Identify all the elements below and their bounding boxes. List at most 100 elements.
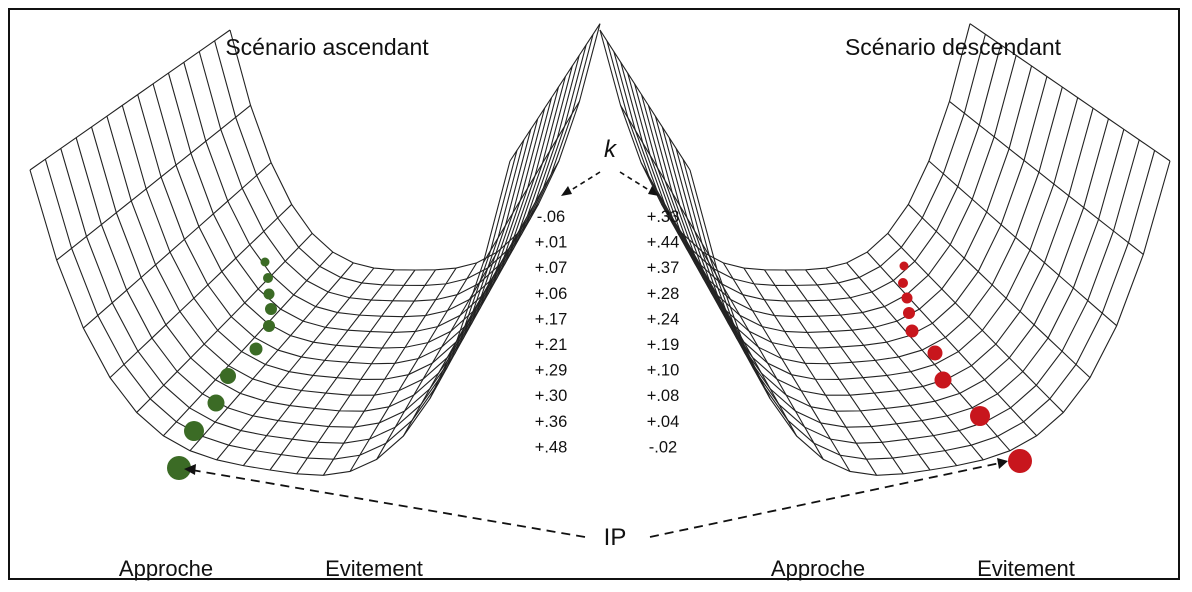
mesh-line <box>647 97 1079 381</box>
mesh-line <box>784 269 931 471</box>
k-values-descendant: +.33+.44+.37+.28+.24+.19+.10+.08+.04-.02 <box>647 208 680 456</box>
mesh-line <box>376 251 498 460</box>
k-value: -.06 <box>537 208 565 226</box>
mesh-line <box>763 269 904 475</box>
mesh-line <box>44 150 518 460</box>
state-ball-red <box>899 261 909 271</box>
state-ball-green <box>263 320 275 332</box>
right-energy-surface <box>599 23 1171 476</box>
mesh-line <box>689 160 1171 476</box>
mesh-line <box>60 139 525 444</box>
k-value: +.44 <box>647 234 680 252</box>
mesh-line <box>91 118 539 412</box>
mesh-line <box>509 23 601 162</box>
mesh-line <box>928 160 1118 327</box>
mesh-line <box>29 29 231 171</box>
state-ball-green <box>249 342 263 356</box>
mesh-line <box>456 160 560 342</box>
state-ball-red <box>927 345 943 361</box>
k-value: +.29 <box>535 362 568 380</box>
right-evitement-label: Evitement <box>977 556 1075 581</box>
ip-arrowhead-right <box>997 458 1008 469</box>
state-ball-green <box>167 456 191 480</box>
mesh-line <box>109 204 293 379</box>
left-ball-trajectory <box>167 257 277 480</box>
right-approche-label: Approche <box>771 556 865 581</box>
mesh-line <box>634 76 1048 349</box>
mesh-line <box>702 251 824 460</box>
mesh-line <box>743 267 878 476</box>
ip-arrow-left <box>191 469 586 538</box>
mesh-line <box>675 139 1140 444</box>
k-value: +.10 <box>647 362 680 380</box>
k-value: +.08 <box>647 387 680 405</box>
mesh-line <box>627 65 1033 333</box>
k-value: +.30 <box>535 387 568 405</box>
mesh-line <box>82 162 272 329</box>
left-evitement-label: Evitement <box>325 556 423 581</box>
mesh-line <box>198 44 587 302</box>
k-value: -.02 <box>649 438 677 456</box>
state-ball-red <box>1008 449 1032 473</box>
k-values-ascendant: -.06+.01+.07+.06+.17+.21+.29+.30+.36+.48 <box>535 208 568 456</box>
left-approche-label: Approche <box>119 556 213 581</box>
mesh-line <box>482 101 580 263</box>
mesh-line <box>322 267 457 476</box>
k-value: +.37 <box>647 259 680 277</box>
mesh-line <box>242 269 395 466</box>
mesh-line <box>866 251 1038 437</box>
mesh-line <box>907 204 1091 379</box>
k-label: k <box>604 136 618 163</box>
ip-label: IP <box>604 524 627 551</box>
k-value: +.06 <box>535 285 568 303</box>
state-ball-red <box>903 307 915 319</box>
mesh-line <box>949 100 1144 255</box>
state-ball-green <box>263 273 273 283</box>
mesh-line <box>29 160 511 476</box>
k-value: +.07 <box>535 259 568 277</box>
mesh-line <box>640 162 744 344</box>
state-ball-green <box>220 368 236 384</box>
mesh-line <box>296 269 437 475</box>
state-ball-red <box>901 292 913 304</box>
mesh-line <box>654 108 1094 396</box>
state-ball-green <box>263 288 275 300</box>
k-value: +.21 <box>535 336 568 354</box>
mesh-line <box>269 269 416 471</box>
k-value: +.01 <box>535 234 568 252</box>
mesh-line <box>620 105 718 269</box>
state-ball-green <box>207 394 225 412</box>
mesh-line <box>189 262 354 452</box>
k-value: +.33 <box>647 208 680 226</box>
k-value: +.28 <box>647 285 680 303</box>
k-arrowhead-right <box>648 186 659 196</box>
state-ball-red <box>905 324 919 338</box>
mesh-line <box>825 267 984 461</box>
right-title: Scénario descendant <box>845 34 1062 60</box>
mesh-line <box>349 262 478 472</box>
state-ball-green <box>265 303 277 315</box>
k-value: +.19 <box>647 336 680 354</box>
mesh-line <box>429 204 539 399</box>
left-energy-surface <box>29 23 601 476</box>
k-arrow-right <box>619 171 653 193</box>
mesh-line <box>216 267 375 461</box>
mesh-line <box>722 262 851 472</box>
mesh-line <box>162 251 334 437</box>
mesh-line <box>167 65 573 333</box>
k-value: +.17 <box>535 310 568 328</box>
mesh-line <box>887 233 1064 413</box>
mesh-line <box>681 233 798 437</box>
left-title: Scénario ascendant <box>225 34 429 60</box>
mesh-line <box>969 23 1171 162</box>
mesh-line <box>56 104 251 261</box>
mesh-line <box>682 150 1156 460</box>
state-ball-green <box>184 421 204 441</box>
state-ball-green <box>260 257 270 267</box>
ip-arrowhead-left <box>184 464 196 475</box>
right-ball-trajectory <box>898 261 1032 473</box>
k-value: +.04 <box>647 413 680 431</box>
ip-arrow-right <box>649 462 1001 538</box>
mesh-line <box>599 29 691 171</box>
state-ball-red <box>898 278 908 288</box>
